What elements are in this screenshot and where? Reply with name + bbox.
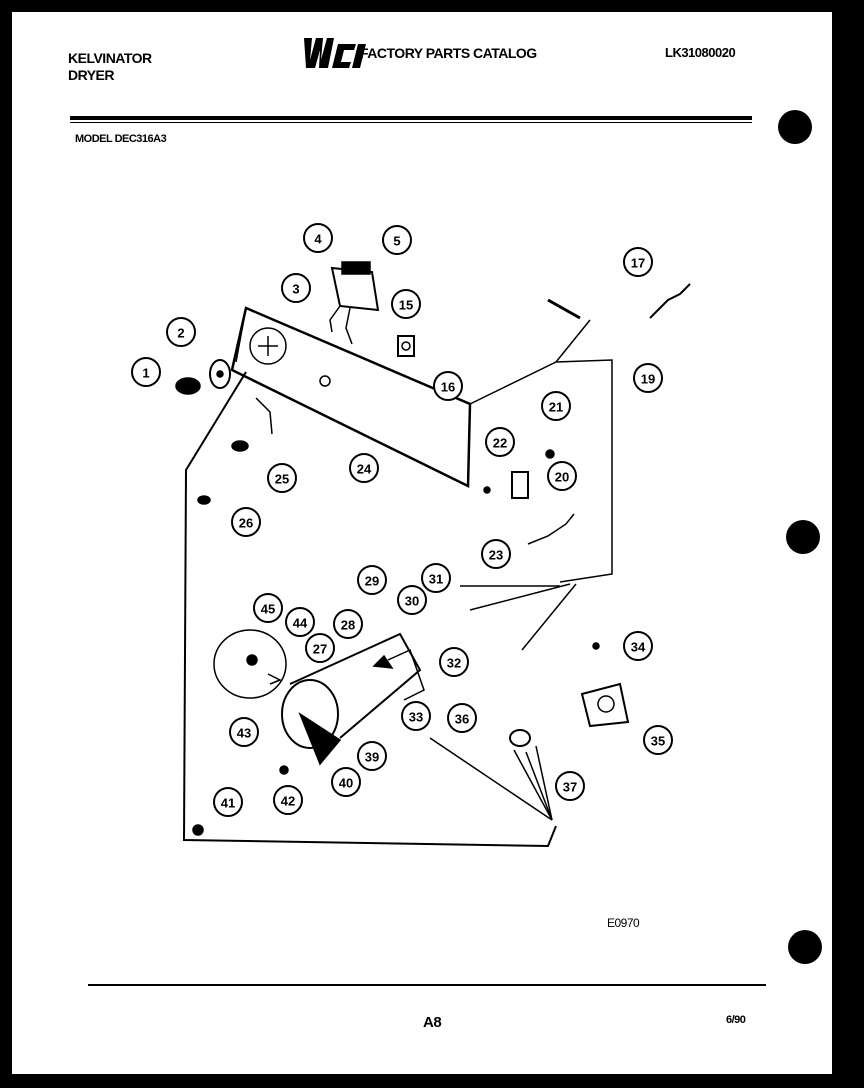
callout-34: 34 <box>623 631 653 661</box>
callout-label: 23 <box>489 548 503 563</box>
binder-hole-top <box>778 110 812 144</box>
callout-40: 40 <box>331 767 361 797</box>
callout-label: 42 <box>281 794 295 809</box>
callout-4: 4 <box>303 223 333 253</box>
callout-label: 39 <box>365 750 379 765</box>
callout-3: 3 <box>281 273 311 303</box>
knob-drawing <box>175 377 201 395</box>
callout-45: 45 <box>253 593 283 623</box>
bracket-drawing <box>511 471 529 499</box>
footer-rule <box>88 984 766 986</box>
header-rule <box>70 116 752 120</box>
callout-1: 1 <box>131 357 161 387</box>
callout-28: 28 <box>333 609 363 639</box>
catalog-number: LK31080020 <box>665 45 736 60</box>
callout-label: 3 <box>292 282 299 297</box>
callout-41: 41 <box>213 787 243 817</box>
callout-19: 19 <box>633 363 663 393</box>
idler-circle-drawing <box>213 629 287 699</box>
callout-label: 25 <box>275 472 289 487</box>
wci-logo <box>304 38 366 68</box>
callout-29: 29 <box>357 565 387 595</box>
callout-label: 43 <box>237 726 251 741</box>
callout-label: 34 <box>631 640 646 655</box>
part-drawings <box>175 261 691 848</box>
callout-label: 35 <box>651 734 665 749</box>
model-number: MODEL DEC316A3 <box>75 133 167 145</box>
callout-23: 23 <box>481 539 511 569</box>
callout-43: 43 <box>229 717 259 747</box>
callout-36: 36 <box>447 703 477 733</box>
control-panel-drawing <box>230 306 472 488</box>
callout-33: 33 <box>401 701 431 731</box>
header-rule-thin <box>70 122 752 123</box>
brand-name: KELVINATOR <box>68 50 152 66</box>
callout-label: 19 <box>641 372 655 387</box>
callout-label: 26 <box>239 516 253 531</box>
callout-label: 31 <box>429 572 443 587</box>
catalog-page <box>12 12 832 1074</box>
callout-label: 44 <box>293 616 308 631</box>
callout-label: 1 <box>142 366 149 381</box>
callout-24: 24 <box>349 453 379 483</box>
callout-26: 26 <box>231 507 261 537</box>
callout-39: 39 <box>357 741 387 771</box>
wire-23-drawing <box>527 513 575 545</box>
callout-label: 21 <box>549 400 563 415</box>
callout-21: 21 <box>541 391 571 421</box>
callout-label: 15 <box>399 298 413 313</box>
callout-label: 40 <box>339 776 353 791</box>
callout-label: 28 <box>341 618 355 633</box>
product-type: DRYER <box>68 67 114 83</box>
callout-16: 16 <box>433 371 463 401</box>
callout-label: 2 <box>177 326 184 341</box>
callout-35: 35 <box>643 725 673 755</box>
callout-44: 44 <box>285 607 315 637</box>
callout-label: 4 <box>314 232 322 247</box>
callout-label: 41 <box>221 796 235 811</box>
callout-label: 22 <box>493 436 507 451</box>
callout-17: 17 <box>623 247 653 277</box>
catalog-title: FACTORY PARTS CATALOG <box>360 45 537 61</box>
callout-42: 42 <box>273 785 303 815</box>
terminal-block-drawing <box>649 283 691 319</box>
callout-label: 32 <box>447 656 461 671</box>
callout-37: 37 <box>555 771 585 801</box>
callout-30: 30 <box>397 585 427 615</box>
callout-2: 2 <box>166 317 196 347</box>
motor-end-drawing <box>281 679 339 749</box>
harness-frame <box>182 371 557 848</box>
binder-hole-bottom <box>788 930 822 964</box>
callout-5: 5 <box>382 225 412 255</box>
callout-label: 45 <box>261 602 275 617</box>
callout-label: 37 <box>563 780 577 795</box>
callout-20: 20 <box>547 461 577 491</box>
callout-25: 25 <box>267 463 297 493</box>
callout-label: 27 <box>313 642 327 657</box>
callout-label: 16 <box>441 380 455 395</box>
callout-label: 20 <box>555 470 569 485</box>
switch-drawing <box>397 335 415 357</box>
binder-hole-middle <box>786 520 820 554</box>
callout-15: 15 <box>391 289 421 319</box>
callout-32: 32 <box>439 647 469 677</box>
dial-drawing <box>209 359 231 389</box>
callout-label: 30 <box>405 594 419 609</box>
callout-label: 36 <box>455 712 469 727</box>
callout-label: 29 <box>365 574 379 589</box>
page-number: A8 <box>423 1014 442 1031</box>
callout-27: 27 <box>305 633 335 663</box>
diagram-code: E0970 <box>607 916 640 930</box>
print-date: 6/90 <box>726 1014 746 1026</box>
brand-block: KELVINATOR DRYER <box>68 50 152 84</box>
callout-22: 22 <box>485 427 515 457</box>
callout-label: 33 <box>409 710 423 725</box>
callout-label: 5 <box>393 234 400 249</box>
mount-bracket-drawing <box>580 682 630 728</box>
callout-31: 31 <box>421 563 451 593</box>
callout-label: 17 <box>631 256 645 271</box>
callout-label: 24 <box>357 462 372 477</box>
